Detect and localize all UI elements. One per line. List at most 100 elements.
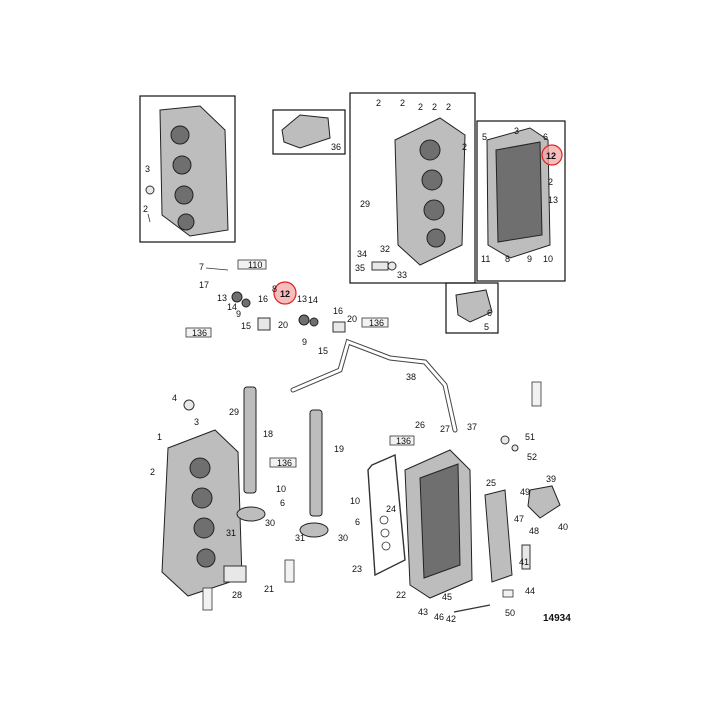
callout-45: 45 <box>442 592 452 602</box>
callout-6: 6 <box>280 498 285 508</box>
callout-8: 8 <box>272 284 277 294</box>
inset-frame <box>349 92 476 284</box>
hose-assembly: 38 <box>290 338 458 433</box>
gasket-25 <box>484 489 513 583</box>
sensor-41 <box>521 544 531 570</box>
callout-20: 20 <box>347 314 357 324</box>
callout-2: 2 <box>150 467 155 477</box>
callout-13: 13 <box>217 293 227 303</box>
cover-recess <box>495 141 543 243</box>
port <box>172 155 192 175</box>
seal-24 <box>379 515 389 525</box>
main-valve-cover: 22 136 26 27 37 43 46 45 42 <box>389 420 491 624</box>
callout-41: 41 <box>519 557 529 567</box>
callout-9: 9 <box>527 254 532 264</box>
sensor-group: 25 51 52 39 49 47 48 40 41 44 50 <box>484 381 568 618</box>
callout-21: 21 <box>264 584 274 594</box>
callout-14: 14 <box>308 295 318 305</box>
callout-18: 18 <box>263 429 273 439</box>
callout-2: 2 <box>432 102 437 112</box>
callout-16: 16 <box>258 294 268 304</box>
callout-10: 10 <box>350 496 360 506</box>
inset-bracket: 36 <box>272 109 346 155</box>
callout-2: 2 <box>462 142 467 152</box>
callout-11: 11 <box>481 254 490 264</box>
callout-29: 29 <box>360 199 370 209</box>
inset-frame <box>445 282 499 334</box>
cylinder-head-part <box>159 105 229 237</box>
callout-26: 26 <box>415 420 425 430</box>
lube-code: 136 <box>369 318 384 328</box>
callout-29: 29 <box>229 407 239 417</box>
callout-19: 19 <box>334 444 344 454</box>
callout-4: 4 <box>172 393 177 403</box>
callout-42: 42 <box>446 614 456 624</box>
callout-52: 52 <box>527 452 537 462</box>
o-ring <box>511 444 519 452</box>
callout-32: 32 <box>380 244 390 254</box>
cover-recess <box>419 463 461 579</box>
pump-part <box>455 289 493 323</box>
cam-sprocket <box>299 522 329 538</box>
callout-3: 3 <box>145 164 150 174</box>
lube-code: 136 <box>277 458 292 468</box>
spring <box>298 314 310 326</box>
callout-8: 8 <box>505 254 510 264</box>
callout-7: 7 <box>199 262 204 272</box>
callout-20: 20 <box>278 320 288 330</box>
port <box>189 457 211 479</box>
lube-tag-136 <box>389 435 415 446</box>
callout-39: 39 <box>546 474 556 484</box>
callout-13: 13 <box>297 294 307 304</box>
lube-tag <box>531 381 542 407</box>
o-ring <box>387 261 397 271</box>
callout-37: 37 <box>467 422 477 432</box>
port <box>426 228 446 248</box>
lube-tag-136 <box>202 587 213 611</box>
lube-tag-136 <box>361 317 389 328</box>
callout-6: 6 <box>487 308 492 318</box>
callout-40: 40 <box>558 522 568 532</box>
camshaft-19 <box>309 409 323 517</box>
callout-17: 17 <box>199 280 209 290</box>
inset-frame <box>139 95 236 243</box>
port <box>193 517 215 539</box>
bracket <box>223 565 247 583</box>
spring <box>231 291 243 303</box>
callout-2: 2 <box>418 102 423 112</box>
callout-9: 9 <box>302 337 307 347</box>
figure-number: 14934 <box>543 613 571 624</box>
tube-42 <box>453 604 491 613</box>
callout-3: 3 <box>194 417 199 427</box>
highlight-marker <box>273 281 297 305</box>
o-ring <box>500 435 510 445</box>
callout-16: 16 <box>333 306 343 316</box>
callout-48: 48 <box>529 526 539 536</box>
port <box>174 185 194 205</box>
port <box>170 125 190 145</box>
callout-12: 12 <box>546 151 556 161</box>
head-assembly-part <box>394 117 466 266</box>
callout-49: 49 <box>520 487 530 497</box>
lube-code: 136 <box>192 328 207 338</box>
main-cylinder-head: 1 2 4 3 29 31 28 21 <box>150 393 274 611</box>
callout-31: 31 <box>226 528 236 538</box>
camshaft-18 <box>243 386 257 494</box>
callout-38: 38 <box>406 372 416 382</box>
callout-15: 15 <box>241 321 251 331</box>
callout-44: 44 <box>525 586 535 596</box>
plunger <box>257 317 271 331</box>
camshafts: 18 19 136 10 6 10 6 30 30 31 <box>236 386 360 583</box>
hose-highlight <box>291 340 457 432</box>
callout-3: 3 <box>514 126 519 136</box>
callout-27: 27 <box>440 424 450 434</box>
plunger <box>332 321 346 333</box>
callout-5: 5 <box>482 132 487 142</box>
callout-6: 6 <box>355 517 360 527</box>
gasket-group: 24 23 <box>352 453 406 577</box>
port <box>196 548 216 568</box>
callout-14: 14 <box>227 302 237 312</box>
sensor-39 <box>527 485 561 519</box>
inset-pump: 6 5 <box>445 282 499 334</box>
callout-28: 28 <box>232 590 242 600</box>
